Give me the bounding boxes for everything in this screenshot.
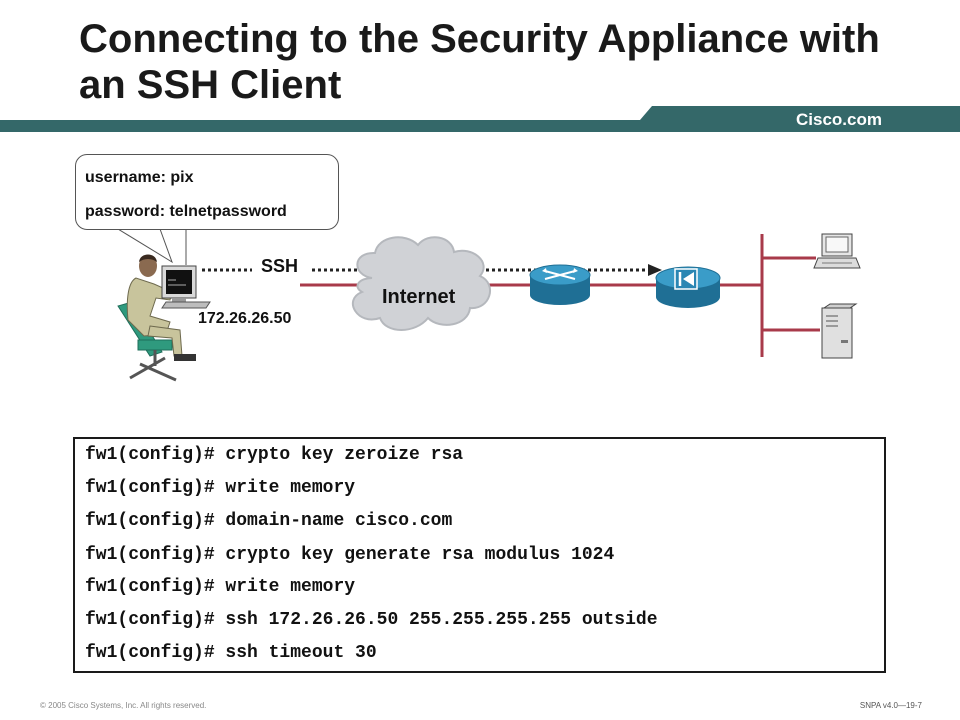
ssh-link-label: SSH — [257, 256, 303, 277]
pix-firewall-icon — [655, 266, 721, 308]
cisco-brand-label: Cisco.com — [796, 110, 882, 129]
copyright-footer: © 2005 Cisco Systems, Inc. All rights re… — [40, 701, 207, 710]
callout-password: password: telnetpassword — [85, 203, 287, 220]
client-ip-label: 172.26.26.50 — [198, 310, 292, 327]
brand-bar — [0, 106, 960, 132]
cli-line: fw1(config)# crypto key generate rsa mod… — [85, 545, 615, 565]
slide-title: Connecting to the Security Appliance wit… — [79, 16, 880, 108]
cli-line: fw1(config)# domain-name cisco.com — [85, 511, 453, 531]
callout-username: username: pix — [85, 169, 194, 186]
internet-cloud-icon — [351, 236, 491, 331]
cli-line: fw1(config)# write memory — [85, 478, 356, 498]
cli-command-box: fw1(config)# crypto key zeroize rsa fw1(… — [73, 437, 886, 673]
cli-line: fw1(config)# crypto key zeroize rsa — [85, 445, 464, 465]
cli-line: fw1(config)# ssh timeout 30 — [85, 643, 377, 663]
user-at-workstation-icon — [117, 254, 211, 382]
cli-line: fw1(config)# write memory — [85, 577, 356, 597]
desktop-pc-icon — [813, 233, 861, 269]
server-icon — [821, 303, 858, 359]
internet-cloud-label: Internet — [382, 286, 456, 308]
login-callout: username: pix password: telnetpassword — [75, 154, 339, 230]
router-icon — [529, 264, 591, 305]
slide-title-line-1: Connecting to the Security Appliance wit… — [79, 17, 880, 61]
cli-line: fw1(config)# ssh 172.26.26.50 255.255.25… — [85, 610, 658, 630]
brand-bar-shape — [0, 106, 960, 132]
slide-title-line-2: an SSH Client — [79, 63, 342, 107]
ssh-arrow-head — [648, 264, 662, 276]
course-footer: SNPA v4.0—19-7 — [859, 701, 922, 710]
